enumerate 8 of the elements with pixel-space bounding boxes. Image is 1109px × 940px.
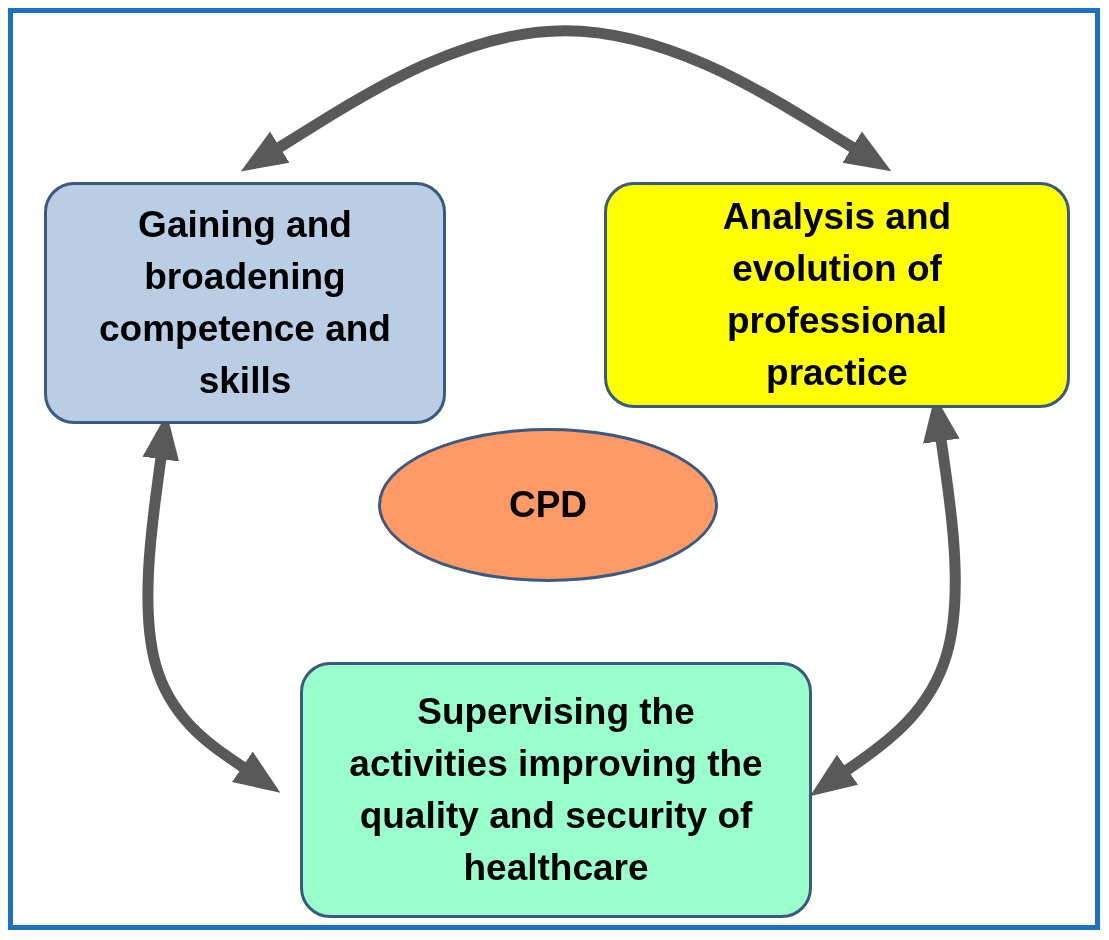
node-label: Analysis and evolution of professional practice <box>721 195 953 395</box>
process-box <box>604 182 1070 408</box>
double-arrow <box>240 25 892 172</box>
node-label: Gaining and broadening competence and skills <box>98 203 392 403</box>
node-label: Supervising the activities improving the quality and security of healthcare <box>348 690 764 890</box>
process-box <box>300 662 812 918</box>
node-label: CPD <box>508 483 588 527</box>
process-box <box>44 182 446 424</box>
